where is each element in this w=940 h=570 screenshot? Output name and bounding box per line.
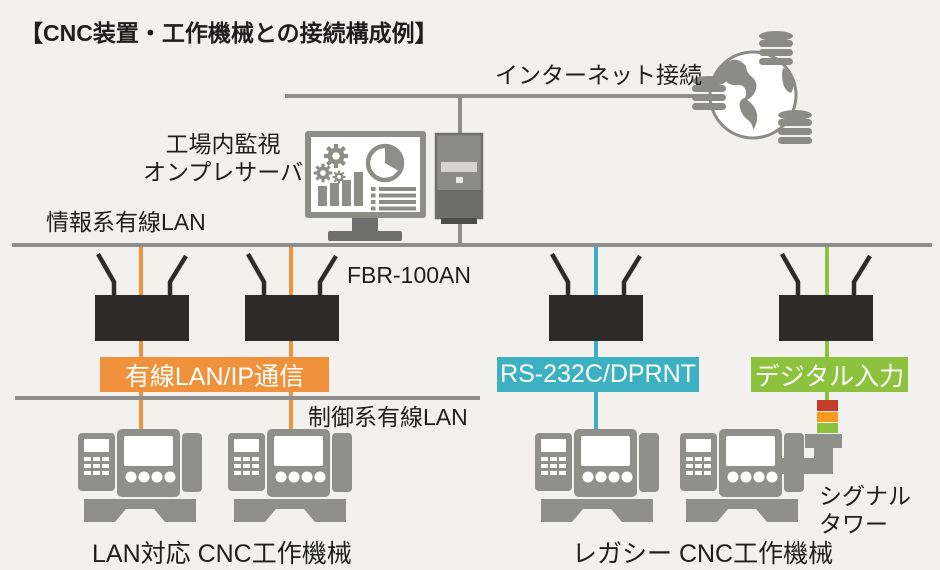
signal-tower-label-line1: シグナル <box>819 483 911 509</box>
badge-digital-input: デジタル入力 <box>751 357 908 392</box>
signal-tower-orange-light <box>817 412 838 422</box>
diagram-title: 【CNC装置・工作機械との接続構成例】 <box>20 20 438 46</box>
cnc-machine-icon <box>535 429 659 522</box>
cnc-machine-icon <box>680 429 804 522</box>
info-lan-line <box>12 243 932 247</box>
signal-tower-label-line2: タワー <box>819 510 888 537</box>
badge-rs232c-dprnt: RS-232C/DPRNT <box>497 357 699 392</box>
info-lan-label: 情報系有線LAN <box>46 209 206 235</box>
control-lan-line <box>15 396 480 400</box>
internet-line <box>285 94 705 98</box>
legacy-machines-label: レガシー CNC工作機械 <box>572 540 834 568</box>
signal-tower-red-light <box>817 400 838 411</box>
wifi-router-icon <box>92 249 192 341</box>
signal-tower-label: シグナル タワー <box>819 483 911 538</box>
cnc-machine-icon <box>78 429 202 522</box>
router-model-label: FBR-100AN <box>347 262 471 288</box>
globe-database-icon <box>692 31 812 144</box>
server-label-line1: 工場内監視 <box>165 131 281 157</box>
server-label-line2: オンプレサーバ <box>142 158 304 185</box>
signal-tower-green-light <box>817 423 838 433</box>
control-lan-label: 制御系有線LAN <box>308 404 468 430</box>
signal-tower-post <box>814 446 833 474</box>
cnc-machine-icon <box>228 429 352 522</box>
wifi-router-icon <box>776 249 876 341</box>
wifi-router-icon <box>242 249 342 341</box>
wifi-router-icon <box>546 249 646 341</box>
signal-tower-base <box>805 434 842 448</box>
lan-machines-label: LAN対応 CNC工作機械 <box>92 540 352 568</box>
server-label: 工場内監視 オンプレサーバ <box>133 131 313 186</box>
badge-wired-lan-ip: 有線LAN/IP通信 <box>100 357 329 392</box>
internet-label: インターネット接続 <box>495 62 702 88</box>
server-tower-icon <box>434 132 484 224</box>
monitor-dashboard-icon <box>305 131 426 241</box>
